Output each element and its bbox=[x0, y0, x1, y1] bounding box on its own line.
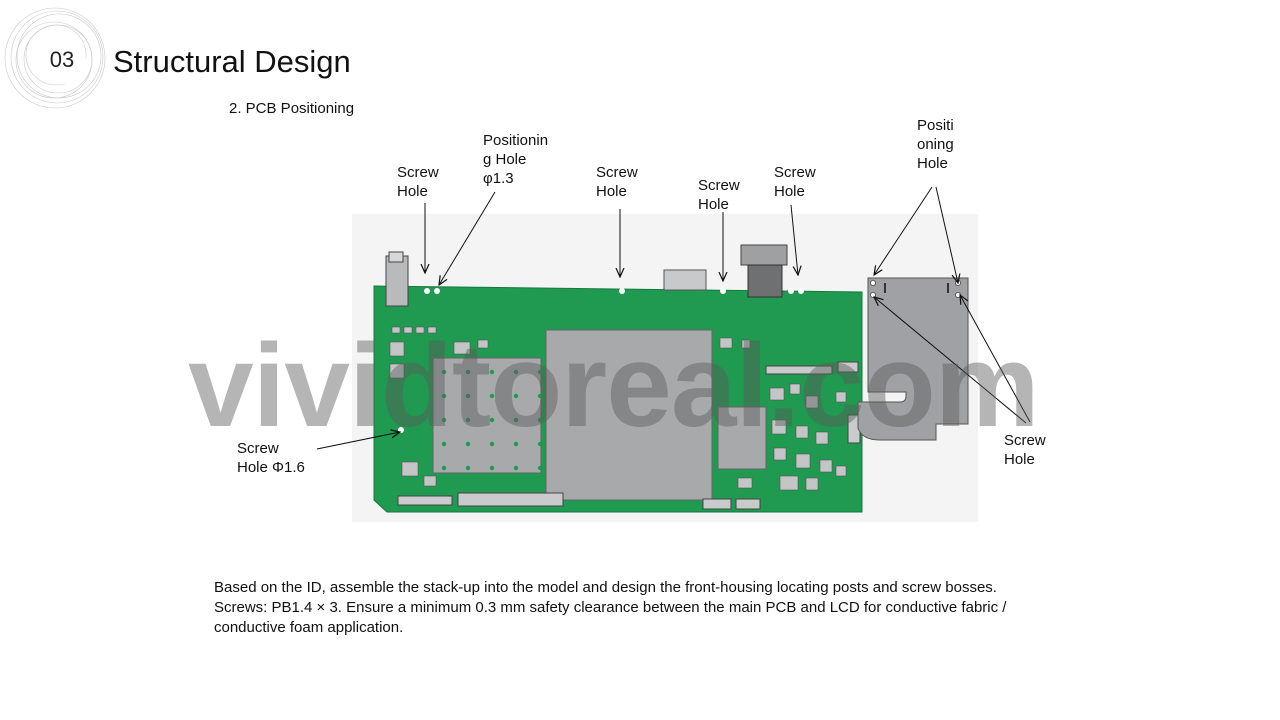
shield-can-center bbox=[545, 329, 713, 501]
description-text: Based on the ID, assemble the stack-up i… bbox=[214, 579, 1007, 636]
screw-hole-dot bbox=[720, 288, 726, 294]
screw-hole-dot bbox=[788, 288, 794, 294]
arrow-positioning-hole-1 bbox=[439, 191, 496, 285]
page-title: Structural Design bbox=[113, 44, 351, 79]
arrow-positioning-hole-2a bbox=[874, 186, 933, 275]
arrow-screw-hole-right-a bbox=[874, 297, 1027, 424]
screw-hole-dot bbox=[424, 288, 430, 294]
positioning-hole-dot bbox=[870, 279, 877, 286]
section-subtitle: 2. PCB Positioning bbox=[229, 100, 355, 117]
usb-connector bbox=[663, 269, 707, 291]
screw-hole-dot bbox=[434, 288, 440, 294]
section-badge bbox=[4, 7, 106, 109]
screw-hole-dot bbox=[955, 291, 962, 298]
camera-bracket bbox=[747, 264, 783, 298]
main-pcb bbox=[373, 244, 863, 513]
screw-hole-dot bbox=[798, 288, 804, 294]
section-number: 03 bbox=[49, 47, 75, 72]
shield-can-small bbox=[717, 406, 767, 470]
arrow-screw-hole-left bbox=[316, 432, 400, 450]
flex-bracket bbox=[857, 277, 969, 441]
arrow-positioning-hole-2b bbox=[935, 186, 958, 283]
arrow-screw-hole-4 bbox=[790, 204, 798, 275]
arrow-screw-hole-right-b bbox=[960, 295, 1031, 423]
screw-hole-dot bbox=[870, 291, 877, 298]
camera-module bbox=[740, 244, 788, 266]
screw-hole-dot bbox=[619, 288, 625, 294]
audio-jack bbox=[385, 255, 409, 307]
